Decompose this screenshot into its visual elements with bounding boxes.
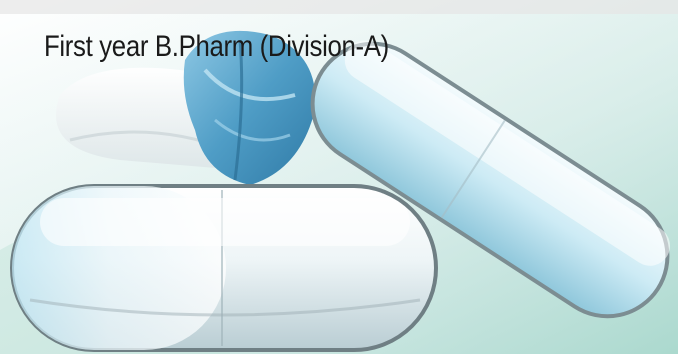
blue-ribbon [183, 30, 316, 186]
top-strip [0, 0, 678, 14]
slide-title: First year B.Pharm (Division-A) [44, 30, 389, 63]
capsule-diagonal [310, 40, 671, 319]
ribbon-fold-2 [214, 118, 291, 142]
capsule-horizontal [10, 184, 438, 352]
ribbon-fold-3 [233, 39, 244, 181]
ribbon-fold-1 [203, 68, 296, 102]
